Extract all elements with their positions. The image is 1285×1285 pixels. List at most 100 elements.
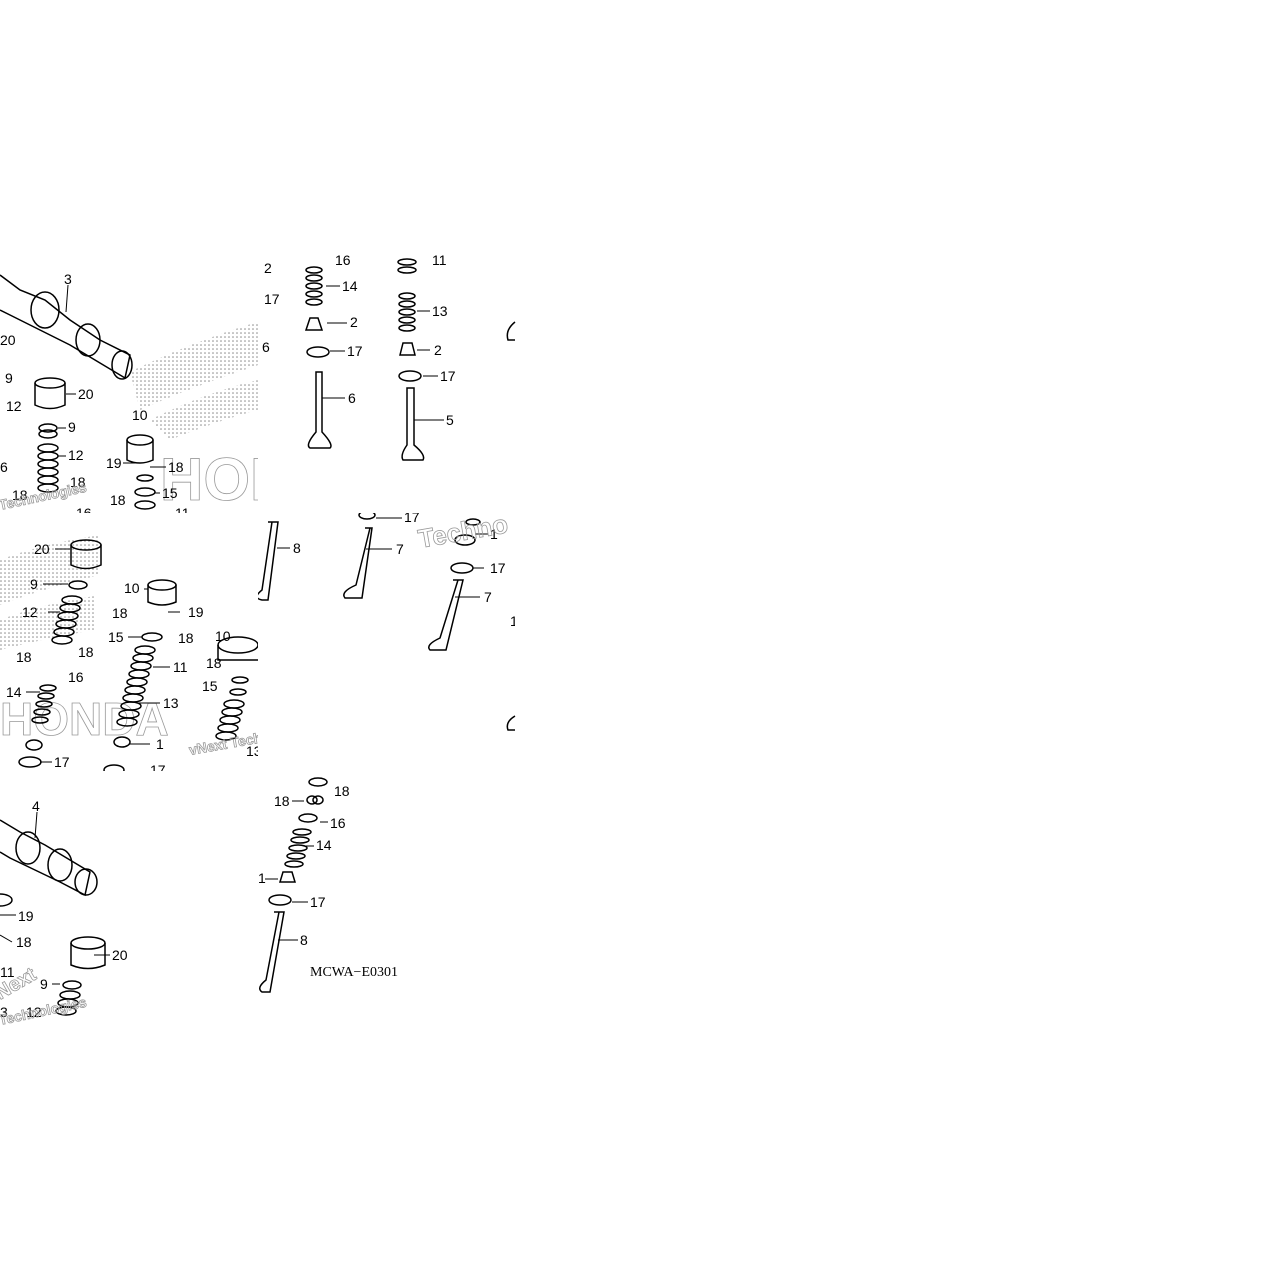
part-label: 18: [274, 793, 290, 809]
part-label: 18: [16, 649, 32, 665]
tile-middle-center: 8 17 7 17 1 7 1 Techno: [258, 509, 518, 651]
valve-components: [259, 777, 328, 993]
part-label: 18: [112, 605, 128, 621]
part-label: 11: [173, 659, 188, 675]
part-label: 18: [16, 934, 32, 950]
part-label: 15: [108, 629, 124, 645]
valve-spring-stack: [37, 423, 156, 510]
honda-watermark-text: HONDA: [160, 446, 380, 513]
valve-components: [18, 539, 258, 771]
watermark-text: Technologies: [0, 994, 88, 1028]
part-callouts: [58, 284, 166, 494]
part-number-labels: 16 2 17 6 14 2 17 6 11 13 2 17 5: [262, 252, 456, 428]
part-label: 18: [78, 644, 94, 660]
part-label: 7: [484, 589, 492, 605]
part-label: 3: [64, 271, 72, 287]
valve-lifter-20: [34, 377, 66, 410]
part-label: 8: [293, 540, 301, 556]
part-label: 17: [150, 762, 166, 778]
part-label: 18: [178, 630, 194, 646]
part-label: 20: [0, 332, 16, 348]
part-label: 2: [350, 314, 358, 330]
part-label: 12: [68, 447, 84, 463]
part-label: 9: [30, 576, 38, 592]
part-label: 10: [132, 407, 148, 423]
part-label: 1: [490, 526, 498, 542]
tile-top-left: HONDA: [0, 271, 380, 521]
part-label: 9: [5, 370, 13, 386]
part-number-labels: 8 17 7 17 1 7 1: [293, 509, 518, 629]
part-label: 1: [510, 613, 518, 629]
part-number-labels: 4 19 18 20 11 9 12 3: [0, 798, 128, 1020]
part-label: 17: [310, 894, 326, 910]
part-label: 10: [215, 628, 231, 644]
part-label: 7: [396, 541, 404, 557]
tile-top-middle: 16 2 17 6 14 2 17 6 11 13 2 17 5: [262, 252, 456, 461]
part-label: 6: [348, 390, 356, 406]
part-label: 3: [0, 1004, 8, 1020]
camshaft-3: [0, 274, 133, 380]
exhaust-valve-stack: [304, 258, 425, 461]
part-label: 13: [246, 743, 262, 759]
part-callouts: [277, 517, 488, 598]
part-label: 13: [432, 303, 448, 319]
part-label: 11: [0, 964, 15, 980]
part-label: 19: [18, 908, 34, 924]
part-label: 5: [446, 412, 454, 428]
part-label: 12: [26, 1004, 42, 1020]
part-label: 11: [432, 252, 447, 268]
part-callouts: [322, 285, 444, 421]
part-label: 12: [22, 604, 38, 620]
valve-spring-stack: [55, 980, 82, 1016]
intake-valves: [258, 513, 481, 651]
part-label: 6: [0, 459, 8, 475]
part-label: 18: [70, 474, 86, 490]
part-label: 17: [440, 368, 456, 384]
part-label: 18: [12, 487, 28, 503]
part-label: 17: [347, 343, 363, 359]
part-label: 14: [6, 684, 22, 700]
part-label: 1: [258, 870, 266, 886]
camshaft-4: [0, 819, 98, 897]
part-label: 17: [54, 754, 70, 770]
diagram-code: MCWA−E0301: [310, 965, 398, 980]
part-label: 8: [300, 932, 308, 948]
part-label: 9: [68, 419, 76, 435]
part-label: 16: [330, 815, 346, 831]
part-label: 16: [68, 669, 84, 685]
part-label: 14: [342, 278, 358, 294]
part-callouts: [0, 811, 110, 985]
part-label: 20: [34, 541, 50, 557]
part-label: 12: [6, 398, 22, 414]
part-label: 20: [78, 386, 94, 402]
part-callouts: [265, 800, 328, 941]
tile-bottom-left: 4 19 18 20 11 9 12 3 Next Technologies: [0, 798, 128, 1028]
part-label: 20: [112, 947, 128, 963]
part-callouts: [26, 548, 180, 763]
valve-lifter-20: [0, 893, 106, 970]
part-label: 17: [404, 509, 420, 525]
watermark-text: Techno: [416, 509, 510, 554]
part-label: 11: [175, 505, 190, 521]
part-number-labels: 18 18 16 14 1 17 8: [258, 783, 350, 948]
part-label: 10: [124, 580, 140, 596]
part-label: 19: [188, 604, 204, 620]
part-label: 14: [316, 837, 332, 853]
honda-wing-logo: HONDA: [0, 535, 169, 745]
part-label: 9: [40, 976, 48, 992]
part-label: 18: [110, 492, 126, 508]
part-label: 19: [106, 455, 122, 471]
part-label: 18: [168, 459, 184, 475]
part-label: 6: [262, 339, 270, 355]
tile-bottom-middle: 18 18 16 14 1 17 8 MCWA−E0301: [258, 777, 398, 993]
clipped-part-edges: [506, 321, 516, 731]
part-label: 18: [206, 655, 222, 671]
part-label: 15: [202, 678, 218, 694]
part-label: 2: [434, 342, 442, 358]
part-label: 2: [264, 260, 272, 276]
part-label: 4: [32, 798, 40, 814]
part-label: 13: [163, 695, 179, 711]
part-label: 1: [156, 736, 164, 752]
tile-middle-left: HONDA: [0, 535, 262, 778]
